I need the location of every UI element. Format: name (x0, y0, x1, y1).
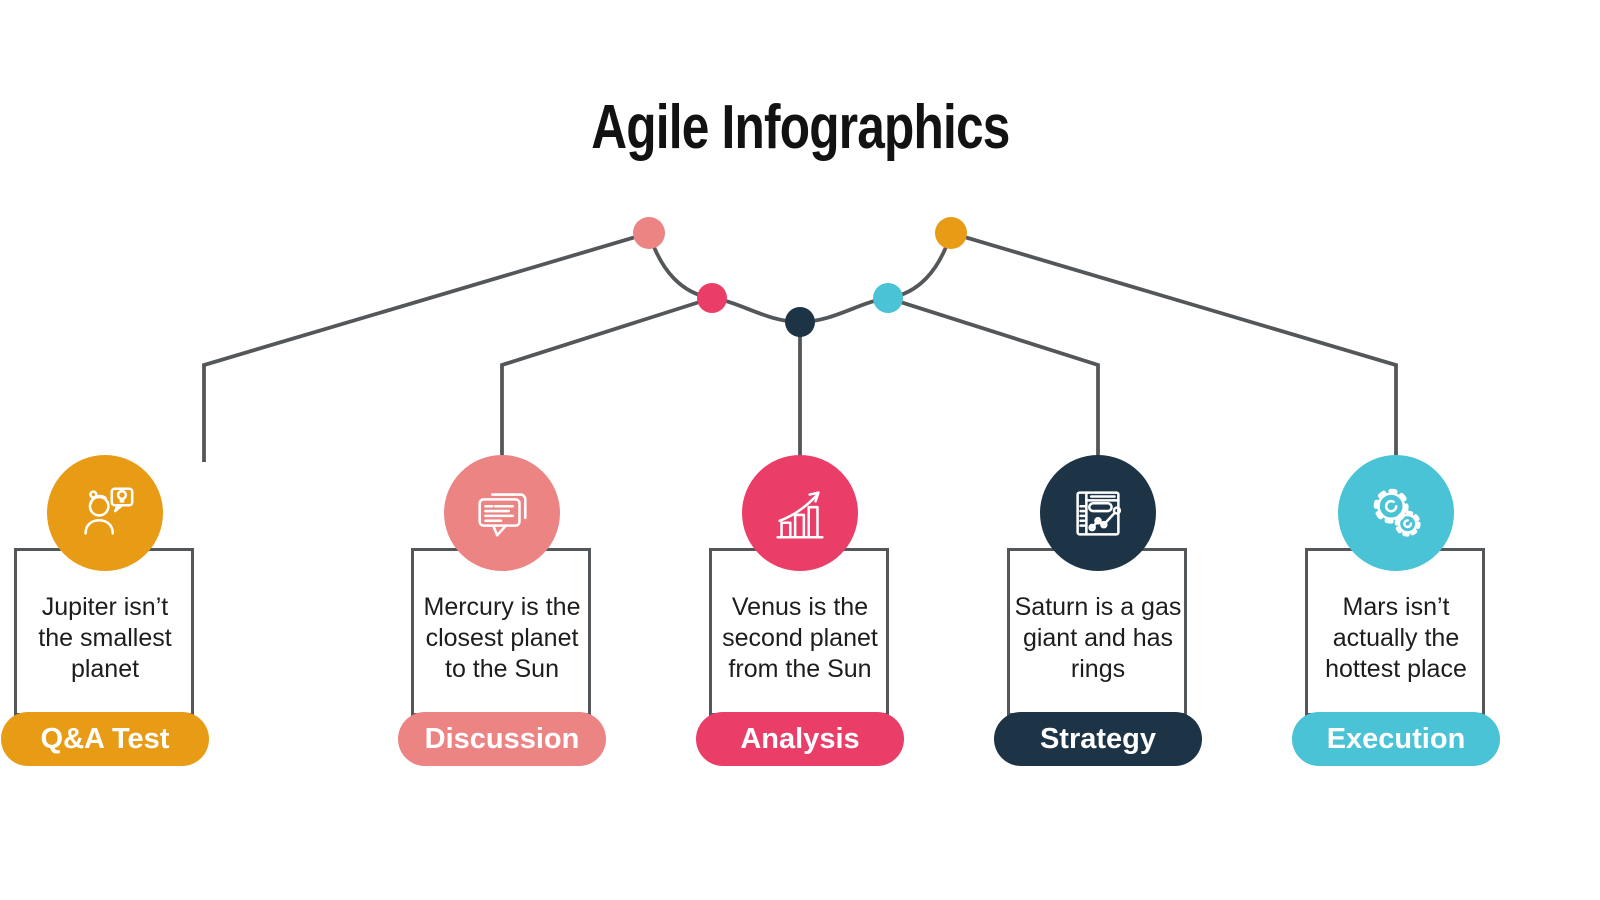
connector-line-discussion (202, 231, 650, 462)
step-execution: Mars isn’t actually the hottest place Ex… (1291, 455, 1501, 775)
gears-icon (1373, 488, 1421, 537)
page-title: Agile Infographics (0, 92, 1600, 163)
step-analysis: Venus is the second planet from the Sun … (695, 455, 905, 775)
step-description: Mars isn’t actually the hottest place (1325, 593, 1467, 683)
step-discussion: Mercury is the closest planet to the Sun… (397, 455, 607, 775)
timeline-dot-discussion (633, 217, 665, 249)
step-description: Jupiter isn’t the smallest planet (38, 593, 172, 683)
step-card (411, 548, 591, 716)
connector-line-qa-test (950, 231, 1398, 462)
person-idea-icon (84, 487, 134, 535)
timeline-dot-analysis (697, 283, 727, 313)
step-icon-circle (1040, 455, 1156, 571)
step-label-badge: Discussion (398, 712, 606, 766)
step-description: Mercury is the closest planet to the Sun (423, 593, 581, 683)
step-icon-circle (47, 455, 163, 571)
connector-line-execution (887, 296, 1100, 462)
growth-chart-icon (776, 491, 824, 539)
step-description: Venus is the second planet from the Sun (722, 593, 878, 683)
timeline-dot-strategy (785, 307, 815, 337)
step-icon-circle (742, 455, 858, 571)
step-description: Saturn is a gas giant and has rings (1014, 593, 1182, 683)
step-label-badge: Analysis (696, 712, 904, 766)
connector-line-analysis (500, 296, 713, 462)
timeline-dot-execution (873, 283, 903, 313)
step-label-badge: Q&A Test (1, 712, 209, 766)
step-icon-circle (1338, 455, 1454, 571)
speech-bubbles-icon (478, 493, 527, 537)
step-label-badge: Strategy (994, 712, 1202, 766)
step-label-badge: Execution (1292, 712, 1500, 766)
page-title-text: Agile Infographics (590, 93, 1010, 162)
step-icon-circle (444, 455, 560, 571)
timeline-dot-qa-test (935, 217, 967, 249)
browser-analytics-icon (1076, 491, 1122, 536)
step-strategy: Saturn is a gas giant and has rings Stra… (993, 455, 1203, 775)
step-qa-test: Jupiter isn’t the smallest planet Q&A Te… (0, 455, 210, 775)
step-card (14, 548, 194, 716)
